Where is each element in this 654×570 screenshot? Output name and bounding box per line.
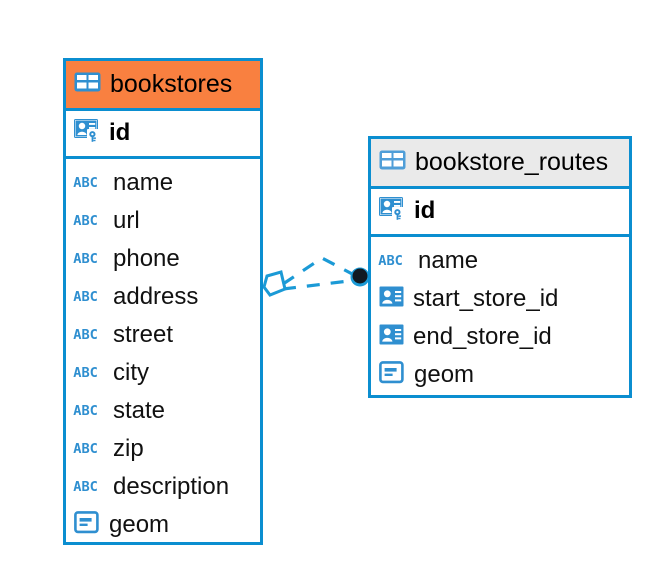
geometry-icon	[74, 511, 100, 539]
field-label: name	[113, 169, 174, 197]
field-row-street[interactable]: ABC street	[73, 316, 252, 354]
abc-text-icon: ABC	[73, 251, 98, 267]
field-label: address	[113, 283, 199, 311]
field-row-primary-key[interactable]: id	[371, 189, 629, 237]
field-row-end-store-id[interactable]: end_store_id	[379, 318, 621, 356]
abc-text-icon: ABC	[73, 327, 98, 343]
relationship-line-upper	[282, 256, 359, 286]
field-row-primary-key[interactable]: id	[66, 111, 260, 159]
field-label: start_store_id	[413, 285, 559, 313]
field-label: phone	[113, 245, 180, 273]
field-row-description[interactable]: ABC description	[73, 468, 252, 506]
abc-text-icon: ABC	[73, 479, 98, 495]
field-list-bookstores: ABC name ABC url ABC phone ABC address A…	[66, 159, 260, 551]
field-label-id: id	[109, 119, 131, 147]
field-row-zip[interactable]: ABC zip	[73, 430, 252, 468]
relationship-target-marker	[350, 267, 370, 287]
field-label: name	[418, 247, 479, 275]
field-row-city[interactable]: ABC city	[73, 354, 252, 392]
foreign-key-icon	[379, 286, 404, 312]
field-label-id: id	[414, 197, 436, 225]
entity-title: bookstore_routes	[415, 147, 609, 176]
field-label: end_store_id	[413, 323, 552, 351]
field-row-state[interactable]: ABC state	[73, 392, 252, 430]
table-icon	[379, 150, 406, 175]
field-row-name[interactable]: ABC name	[378, 242, 621, 280]
field-row-geom[interactable]: geom	[74, 506, 252, 544]
entity-bookstore-routes[interactable]: bookstore_routes	[368, 136, 632, 398]
field-label: description	[113, 473, 230, 501]
field-label: zip	[113, 435, 144, 463]
relationship-line-lower	[282, 278, 358, 291]
field-label: geom	[414, 361, 475, 389]
abc-text-icon: ABC	[73, 175, 98, 191]
primary-key-icon	[379, 196, 407, 227]
field-label: geom	[109, 511, 170, 539]
field-row-phone[interactable]: ABC phone	[73, 240, 252, 278]
abc-text-icon: ABC	[73, 213, 98, 229]
abc-text-icon: ABC	[73, 441, 98, 457]
abc-text-icon: ABC	[378, 253, 403, 269]
abc-text-icon: ABC	[73, 365, 98, 381]
field-label: url	[113, 207, 140, 235]
entity-header-bookstores[interactable]: bookstores	[66, 61, 260, 111]
entity-header-bookstore-routes[interactable]: bookstore_routes	[371, 139, 629, 189]
field-list-bookstore-routes: ABC name start_store_id	[371, 237, 629, 401]
abc-text-icon: ABC	[73, 403, 98, 419]
field-row-geom[interactable]: geom	[379, 356, 621, 394]
entity-title: bookstores	[110, 69, 233, 98]
entity-bookstores[interactable]: bookstores	[63, 58, 263, 545]
primary-key-icon	[74, 118, 102, 149]
field-label: street	[113, 321, 174, 349]
abc-text-icon: ABC	[73, 289, 98, 305]
relationship-source-marker	[262, 270, 287, 297]
table-icon	[74, 72, 101, 97]
field-row-url[interactable]: ABC url	[73, 202, 252, 240]
field-row-start-store-id[interactable]: start_store_id	[379, 280, 621, 318]
foreign-key-icon	[379, 324, 404, 350]
field-label: state	[113, 397, 166, 425]
field-row-address[interactable]: ABC address	[73, 278, 252, 316]
geometry-icon	[379, 361, 405, 389]
field-label: city	[113, 359, 149, 387]
field-row-name[interactable]: ABC name	[73, 164, 252, 202]
